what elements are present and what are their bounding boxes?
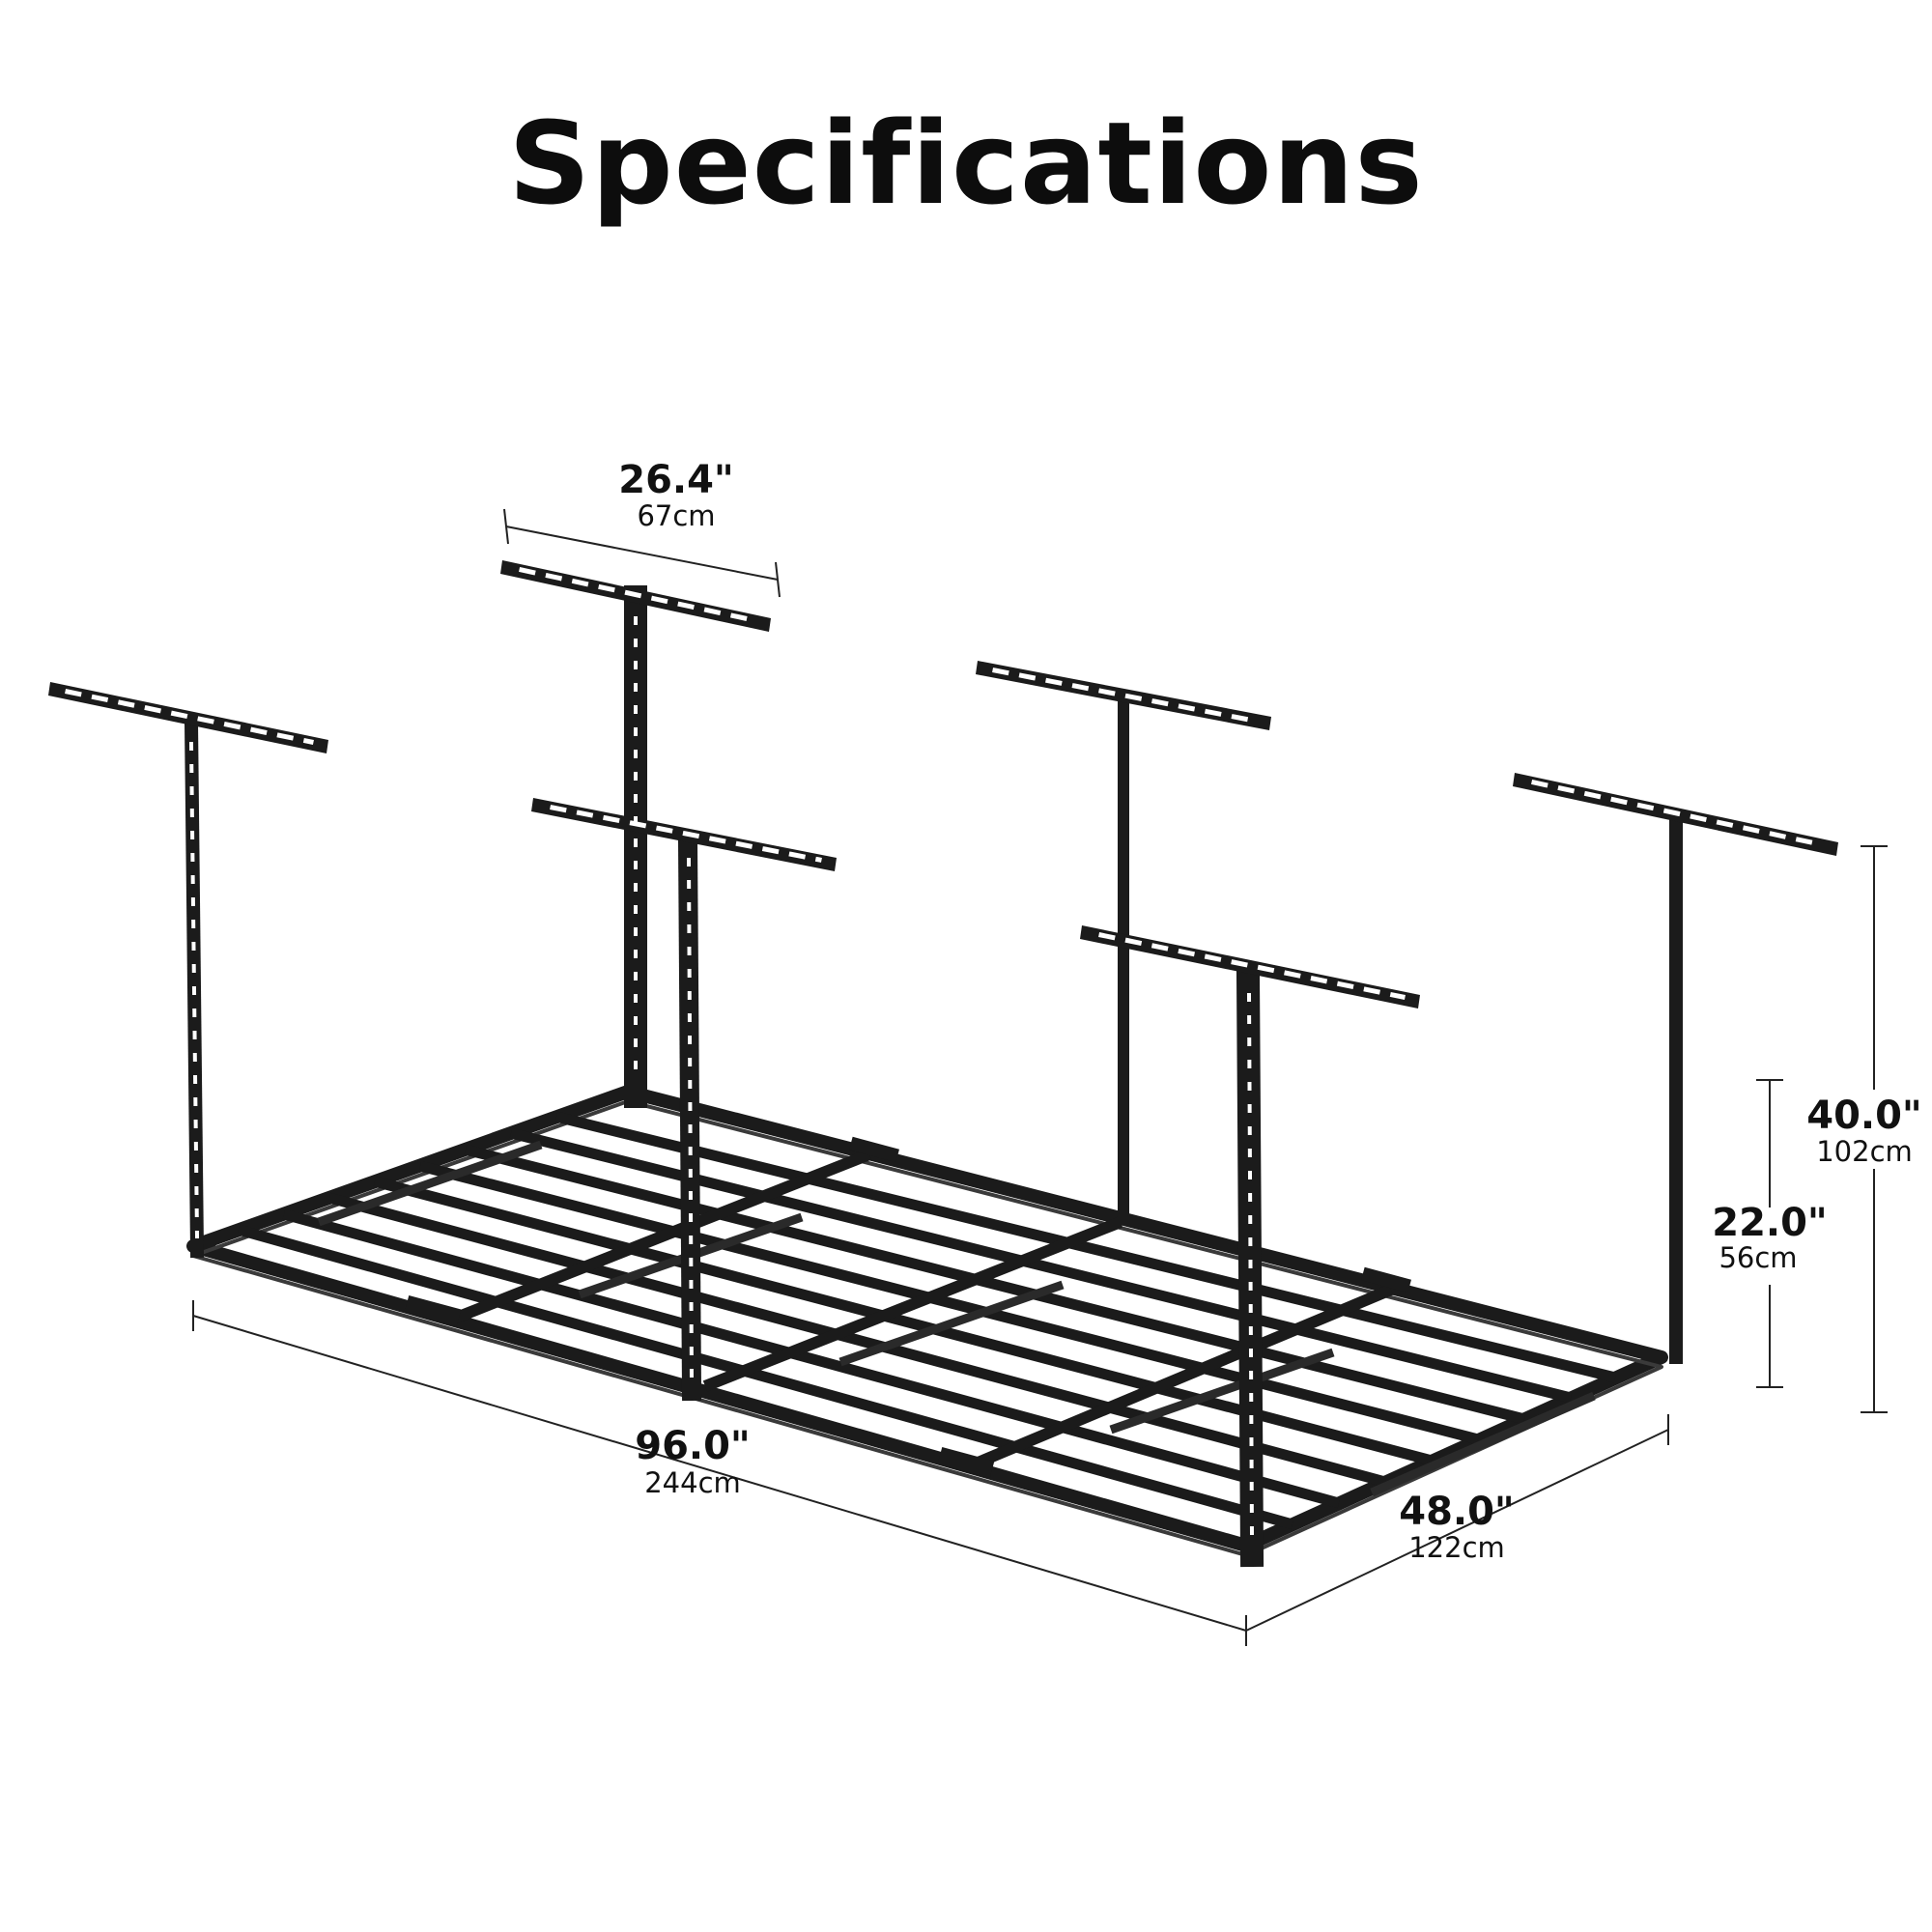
- min-drop-cm: 56cm: [1719, 1241, 1797, 1274]
- length-cm: 244cm: [644, 1466, 741, 1499]
- depth-inches: 48.0": [1399, 1490, 1515, 1534]
- rack-platform: [186, 1085, 1668, 1557]
- max-drop-cm: 102cm: [1816, 1135, 1913, 1168]
- dimension-lines: [192, 508, 1888, 1646]
- ceiling-brackets: [48, 560, 1838, 1568]
- page-title: Specifications: [508, 97, 1424, 230]
- max-drop-inches: 40.0": [1806, 1094, 1922, 1138]
- dimension-labels: 26.4" 67cm 96.0" 244cm 48.0" 122cm 22.0"…: [618, 458, 1922, 1564]
- depth-cm: 122cm: [1408, 1531, 1505, 1564]
- min-drop-inches: 22.0": [1712, 1201, 1828, 1245]
- bracket-width-cm: 67cm: [637, 499, 715, 532]
- length-inches: 96.0": [635, 1424, 751, 1468]
- bracket-width-inches: 26.4": [618, 458, 734, 502]
